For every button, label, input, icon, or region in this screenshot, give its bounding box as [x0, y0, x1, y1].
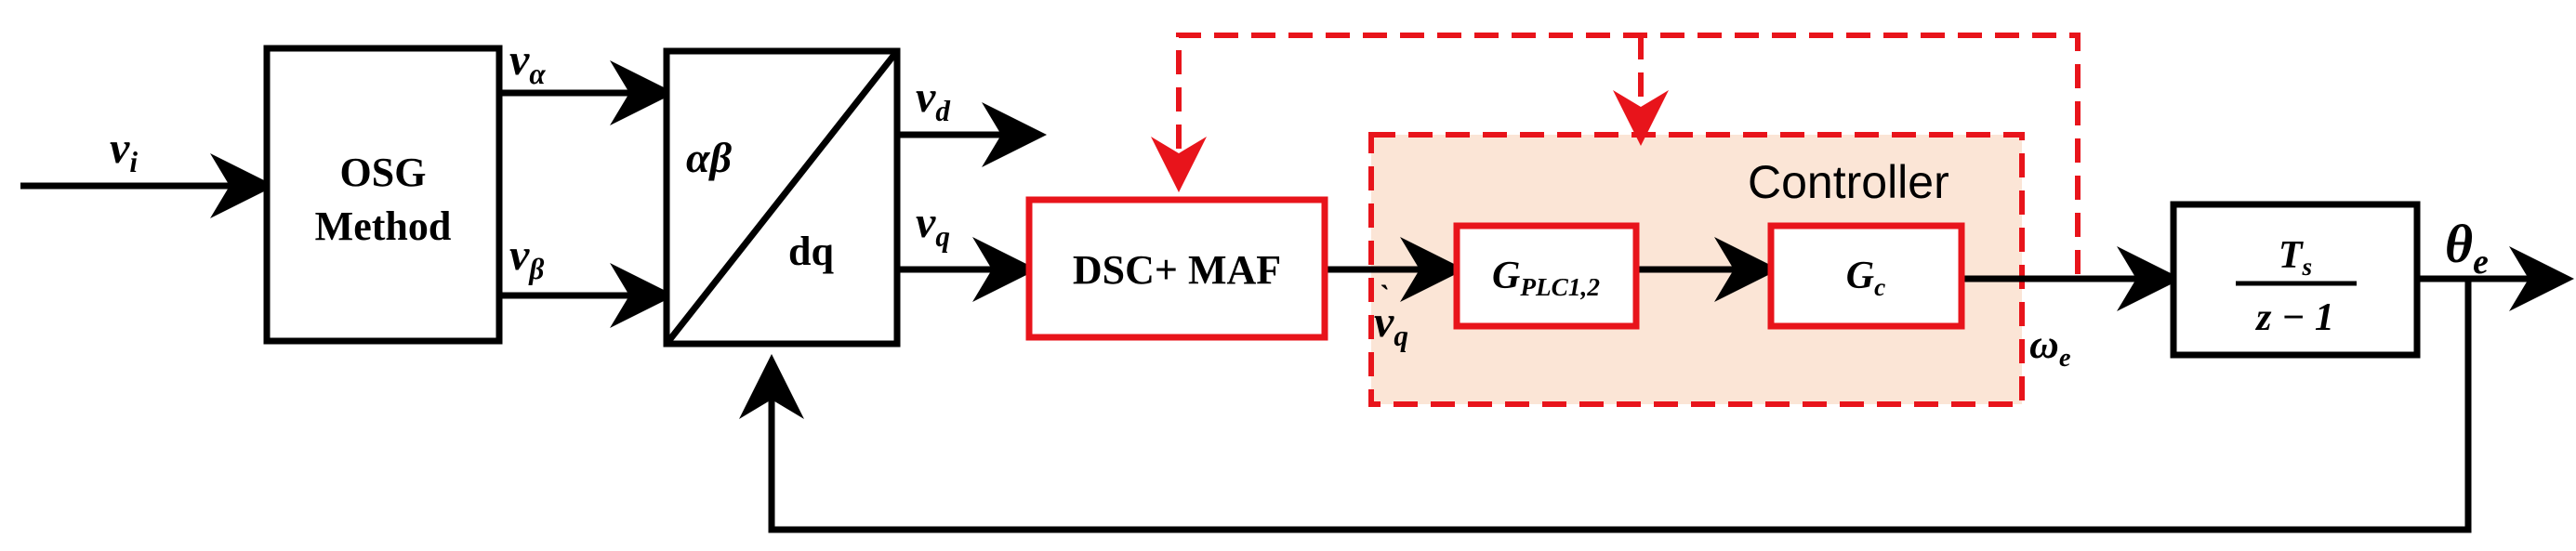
signal-theta: θe: [2445, 214, 2489, 282]
signal-vq-hat: vq: [1374, 297, 1408, 352]
osg-label-line2: Method: [315, 203, 452, 249]
signal-vbeta: vβ: [509, 230, 544, 285]
gc-block: [1767, 222, 1965, 330]
integrator-numerator: Ts: [2279, 234, 2312, 281]
vq-hat-accent: `: [1378, 280, 1388, 314]
park-diagonal: [664, 48, 900, 347]
integrator-denominator: z − 1: [2254, 296, 2334, 339]
controller-label: Controller: [1748, 156, 1949, 208]
park-label-top: αβ: [686, 134, 732, 181]
dsc-maf-block: [1025, 196, 1328, 341]
gplc-label: GPLC1,2: [1492, 255, 1600, 301]
osg-method-block: [263, 45, 503, 345]
signal-vi: vi: [110, 124, 138, 178]
integrator-block: [2170, 201, 2421, 359]
signal-vd: vd: [916, 72, 950, 127]
signal-omega: ωe: [2029, 321, 2071, 373]
gplc-block: [1453, 222, 1640, 330]
red-feedback-line: [1151, 33, 2081, 274]
signal-valpha: vα: [509, 35, 546, 90]
signal-vq: vq: [916, 198, 950, 253]
dsc-maf-label: DSC+ MAF: [1073, 247, 1281, 293]
park-label-bottom: dq: [788, 229, 834, 274]
osg-label-line1: OSG: [340, 150, 427, 195]
gc-label: Gc: [1846, 255, 1885, 301]
wire-theta-feedback: [739, 279, 2472, 533]
